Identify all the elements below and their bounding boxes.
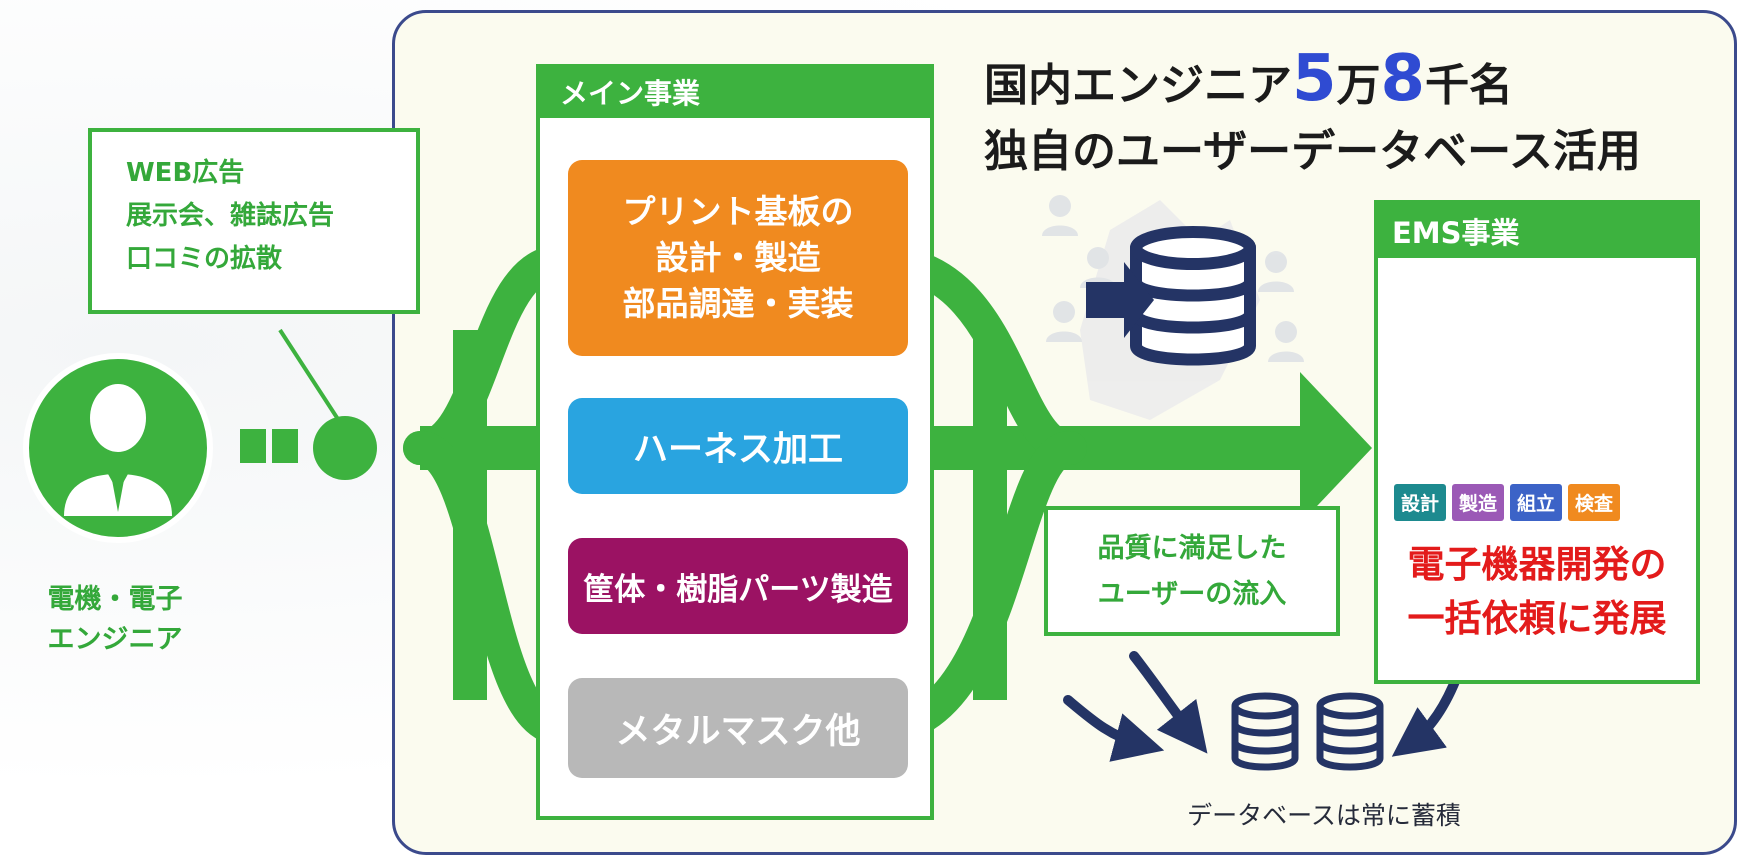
quality-line: 品質に満足した — [1097, 533, 1287, 564]
tag-manufacturing: 製造 — [1452, 484, 1505, 521]
connector — [240, 328, 377, 480]
headline-unit: 万 — [1336, 60, 1381, 111]
user-icon — [64, 384, 172, 516]
service-pcb-line: 部品調達・実装 — [622, 284, 854, 323]
ems-label: EMS事業 — [1374, 200, 1700, 258]
callout-line: 展示会、雑誌広告 — [126, 201, 335, 231]
database-caption: データベースは常に蓄積 — [1187, 801, 1461, 830]
main-business-label: メイン事業 — [536, 64, 934, 118]
main-arrow-head — [1300, 372, 1372, 524]
headline-prefix: 国内エンジニア — [984, 60, 1292, 111]
promotion-callout: WEB広告 展示会、雑誌広告 口コミの拡散 — [88, 128, 420, 314]
database-import-icon — [1086, 226, 1256, 366]
ems-body-line: 電子機器開発の — [1407, 543, 1667, 586]
headline-line-2: 独自のユーザーデータベース活用 — [984, 126, 1641, 177]
tag-design: 設計 — [1394, 484, 1447, 521]
database-icon — [1231, 692, 1299, 771]
engineer-label-line: エンジニア — [47, 624, 183, 655]
quality-line: ユーザーの流入 — [1097, 579, 1287, 610]
tag-assembly: 組立 — [1510, 484, 1563, 521]
service-harness: ハーネス加工 — [568, 398, 908, 494]
ems-tags: 設計 製造 組立 検査 — [1394, 484, 1621, 521]
database-icon — [1316, 692, 1384, 771]
service-pcb-line: プリント基板の — [622, 192, 854, 231]
callout-line: 口コミの拡散 — [126, 244, 283, 274]
ems-frame — [1374, 200, 1700, 684]
headline-number: 5 — [1292, 42, 1337, 116]
callout-line: WEB広告 — [126, 158, 245, 188]
headline-line-1: 国内エンジニア5万8千名 — [984, 46, 1641, 119]
tag-inspection: 検査 — [1568, 484, 1621, 521]
service-metal: メタルマスク他 — [568, 678, 908, 778]
service-pcb-line: 設計・製造 — [655, 238, 821, 277]
person-icon-group — [23, 353, 213, 543]
service-case: 筐体・樹脂パーツ製造 — [568, 538, 908, 634]
quality-box: 品質に満足した ユーザーの流入 — [1044, 506, 1340, 636]
headline: 国内エンジニア5万8千名 独自のユーザーデータベース活用 — [984, 46, 1641, 185]
engineer-label: 電機・電子 エンジニア — [10, 580, 220, 660]
headline-number: 8 — [1380, 42, 1426, 116]
ems-body: 電子機器開発の 一括依頼に発展 — [1374, 538, 1700, 646]
service-pcb: プリント基板の 設計・製造 部品調達・実装 — [568, 160, 908, 356]
ems-body-line: 一括依頼に発展 — [1407, 597, 1667, 640]
headline-unit: 千名 — [1425, 60, 1514, 111]
engineer-label-line: 電機・電子 — [47, 584, 183, 615]
